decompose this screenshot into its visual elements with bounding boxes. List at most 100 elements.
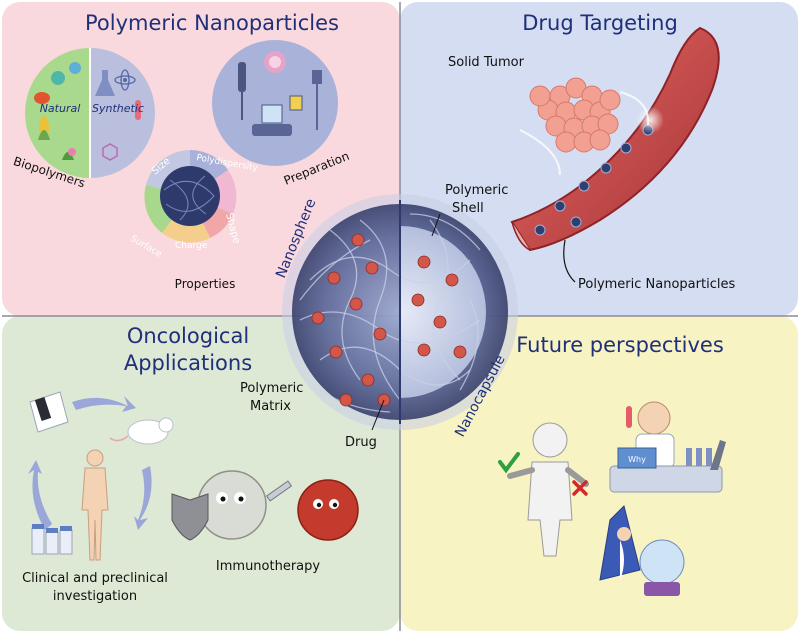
applications-cycle: Clinical and preclinical investigation — [22, 391, 174, 604]
crab-icon — [34, 92, 50, 104]
polymer-fiber — [319, 389, 391, 413]
label-clinical: Clinical and preclinical — [22, 571, 168, 586]
corn-icon — [38, 116, 50, 140]
quadrant-oncological-applications — [2, 316, 400, 631]
nanoparticle-dot — [620, 142, 632, 154]
drug-dot — [433, 315, 447, 329]
blood-vessel — [510, 26, 720, 252]
drug-dot — [411, 293, 425, 307]
label-polymeric-shell-1: Polymeric — [445, 183, 508, 198]
magnifier-icon — [29, 391, 69, 433]
lab-bench-icon: Why — [609, 447, 723, 493]
targeting-arc-right — [619, 91, 650, 126]
label-properties: Properties — [175, 277, 236, 291]
human-figure-icon — [81, 449, 109, 561]
title-applications: Applications — [124, 351, 252, 375]
central-nanoparticle — [282, 194, 518, 430]
bacteria-icon — [51, 62, 81, 85]
label-polymeric-shell-2: Shell — [452, 201, 484, 216]
nanoparticle-dot — [554, 200, 566, 212]
label-immunotherapy: Immunotherapy — [216, 559, 320, 574]
label-charge: Charge — [175, 241, 208, 251]
tumor-cell — [529, 85, 551, 107]
immunotherapy-illustration: Immunotherapy — [171, 470, 359, 574]
arrow-right — [134, 466, 152, 530]
nanoparticle-icon — [264, 51, 286, 73]
label-investigation: investigation — [53, 589, 137, 604]
label-natural: Natural — [40, 102, 81, 115]
solid-tumor — [529, 77, 621, 153]
plant-icon — [62, 148, 76, 160]
nanoparticle-dot — [578, 180, 590, 192]
polymer-fiber — [409, 213, 481, 251]
crystal-ball-icon — [639, 539, 685, 596]
polymer-fiber — [429, 219, 461, 381]
label-solid-tumor: Solid Tumor — [448, 55, 525, 70]
drug-dot — [339, 393, 353, 407]
nanoparticle-dot — [570, 216, 582, 228]
tumor-cell — [555, 131, 577, 153]
drug-dot — [417, 255, 431, 269]
polymer-fiber — [329, 229, 361, 381]
pointer-polymeric-nanoparticles — [563, 239, 576, 283]
drug-dot — [373, 327, 387, 341]
pointer-drug — [371, 399, 385, 431]
nanoparticle-dot — [600, 162, 612, 174]
thinking-figure-icon — [507, 422, 589, 557]
drug-dot — [349, 297, 363, 311]
yellow-beaker-icon — [289, 95, 303, 111]
checkmark-icon — [498, 452, 520, 474]
pipette-icon — [238, 62, 246, 120]
drug-dot — [417, 343, 431, 357]
polymer-fiber — [359, 219, 401, 401]
test-tube-icon — [135, 100, 141, 120]
title-drug-targeting: Drug Targeting — [522, 11, 678, 35]
label-polymeric-nanoparticles-arrow: Polymeric Nanoparticles — [578, 277, 735, 292]
drug-dot — [351, 233, 365, 247]
nanoparticle-dot — [534, 224, 546, 236]
glow-effect — [636, 106, 664, 134]
targeting-arc-left — [519, 129, 561, 176]
syringe-icon — [265, 480, 293, 502]
vials-icon — [31, 524, 73, 555]
stirrer-icon — [252, 124, 292, 136]
title-future-perspectives: Future perspectives — [516, 333, 724, 357]
arrow-top — [72, 396, 136, 412]
mouse-icon — [109, 417, 174, 445]
future-illustration: Why — [498, 401, 726, 596]
flask-icon — [95, 70, 115, 96]
title-oncological: Oncological — [127, 324, 249, 348]
shield-icon — [171, 493, 209, 541]
polymer-fiber — [459, 299, 479, 391]
label-why: Why — [628, 455, 646, 464]
cross-icon — [572, 480, 588, 496]
homogenizer-icon — [312, 70, 322, 130]
drug-dot — [365, 261, 379, 275]
label-polymeric-matrix-2: Matrix — [250, 399, 291, 414]
drug-dot — [361, 373, 375, 387]
drug-dot — [453, 345, 467, 359]
drug-dot — [329, 345, 343, 359]
molecule-icon — [102, 143, 118, 161]
arrow-left — [28, 460, 52, 530]
microscope-icon — [710, 440, 726, 470]
vessel-nanoparticles — [534, 124, 654, 236]
label-drug: Drug — [345, 435, 377, 450]
tumor-cell — [599, 89, 621, 111]
drug-dot — [311, 311, 325, 325]
label-polymeric-matrix-1: Polymeric — [240, 381, 303, 396]
atom-icon — [114, 69, 136, 91]
pointer-polymeric-shell — [431, 213, 441, 237]
label-synthetic: Synthetic — [92, 102, 144, 115]
polymer-fiber — [309, 256, 471, 284]
wizard-icon — [599, 505, 641, 581]
drug-dot — [327, 271, 341, 285]
title-polymeric-nanoparticles: Polymeric Nanoparticles — [85, 11, 339, 35]
beaker-icon — [261, 104, 283, 124]
drug-dot — [445, 273, 459, 287]
tumor-cell — [589, 129, 611, 151]
quadrant-future-perspectives — [400, 316, 798, 631]
cancer-cell-icon — [297, 479, 359, 541]
